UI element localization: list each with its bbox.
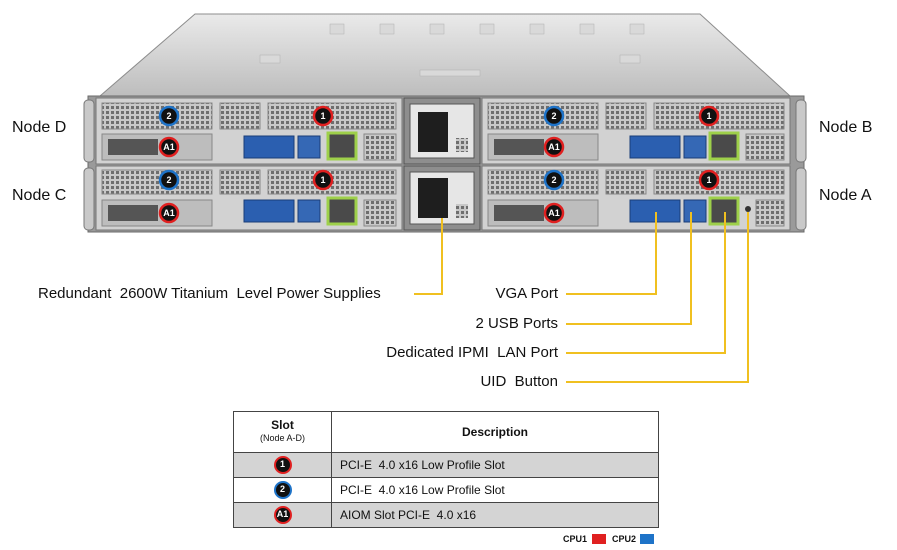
svg-text:2: 2: [166, 111, 171, 121]
header-slot: Slot (Node A-D): [233, 411, 332, 453]
svg-text:1: 1: [320, 175, 325, 185]
callout-usb-ports: 2 USB Ports: [475, 315, 558, 332]
badge-slot1-node-d: 1: [312, 105, 334, 127]
slot-badge-cell: 1: [233, 452, 332, 478]
svg-text:A1: A1: [163, 142, 175, 152]
svg-text:A1: A1: [548, 142, 560, 152]
badge-aiom-node-d: A1: [158, 136, 180, 158]
slot-badge: 2: [273, 481, 292, 499]
legend-cpu1-label: CPU1: [563, 534, 588, 544]
table-row: A1 AIOM Slot PCI-E 4.0 x16: [233, 502, 659, 528]
header-slot-subtitle: (Node A-D): [259, 433, 305, 443]
badge-slot1-node-a: 1: [698, 169, 720, 191]
node-b-label: Node B: [819, 119, 873, 136]
legend-cpu2-swatch: [640, 534, 654, 544]
slot-badge: 1: [273, 456, 292, 474]
svg-text:1: 1: [320, 111, 325, 121]
node-c-sled: [95, 165, 403, 231]
svg-text:1: 1: [706, 111, 711, 121]
slot-description-table: Slot (Node A-D) Description 1 PCI-E 4.0 …: [233, 411, 659, 528]
node-b-sled: [481, 97, 791, 165]
badge-slot2-node-a: 2: [543, 169, 565, 191]
badge-aiom-node-a: A1: [543, 202, 565, 224]
power-supplies: [403, 97, 481, 231]
table-header-row: Slot (Node A-D) Description: [233, 411, 659, 453]
chassis-slot-badges: 2 1 A1 2 1 A1 2 1 A1 2 1 A1: [158, 105, 720, 224]
node-d-label: Node D: [12, 119, 67, 136]
svg-text:2: 2: [551, 111, 556, 121]
badge-slot2-node-c: 2: [158, 169, 180, 191]
slot-description: AIOM Slot PCI-E 4.0 x16: [331, 502, 659, 528]
badge-aiom-node-b: A1: [543, 136, 565, 158]
svg-text:2: 2: [551, 175, 556, 185]
node-a-sled: [481, 165, 791, 231]
header-slot-title: Slot: [271, 418, 294, 432]
slot-description: PCI-E 4.0 x16 Low Profile Slot: [331, 452, 659, 478]
node-c-label: Node C: [12, 187, 67, 204]
slot-badge-cell: A1: [233, 502, 332, 528]
slot-badge: A1: [273, 506, 292, 524]
callout-power-supplies: Redundant 2600W Titanium Level Power Sup…: [38, 285, 381, 302]
svg-text:1: 1: [706, 175, 711, 185]
legend-cpu1-swatch: [592, 534, 606, 544]
table-row: 1 PCI-E 4.0 x16 Low Profile Slot: [233, 452, 659, 478]
table-row: 2 PCI-E 4.0 x16 Low Profile Slot: [233, 477, 659, 503]
chassis-top-cover: [98, 13, 792, 97]
callout-vga-port: VGA Port: [495, 285, 558, 302]
badge-slot2-node-d: 2: [158, 105, 180, 127]
svg-text:2: 2: [166, 175, 171, 185]
badge-slot2-node-b: 2: [543, 105, 565, 127]
header-description: Description: [331, 411, 659, 453]
slot-badge-cell: 2: [233, 477, 332, 503]
node-d-sled: [95, 97, 403, 165]
node-a-label: Node A: [819, 187, 872, 204]
badge-slot1-node-c: 1: [312, 169, 334, 191]
callout-ipmi-lan-port: Dedicated IPMI LAN Port: [386, 344, 558, 361]
badge-aiom-node-c: A1: [158, 202, 180, 224]
legend-cpu2-label: CPU2: [612, 534, 637, 544]
callout-uid-button: UID Button: [480, 373, 558, 390]
svg-text:A1: A1: [548, 208, 560, 218]
slot-description: PCI-E 4.0 x16 Low Profile Slot: [331, 477, 659, 503]
svg-text:A1: A1: [163, 208, 175, 218]
badge-slot1-node-b: 1: [698, 105, 720, 127]
